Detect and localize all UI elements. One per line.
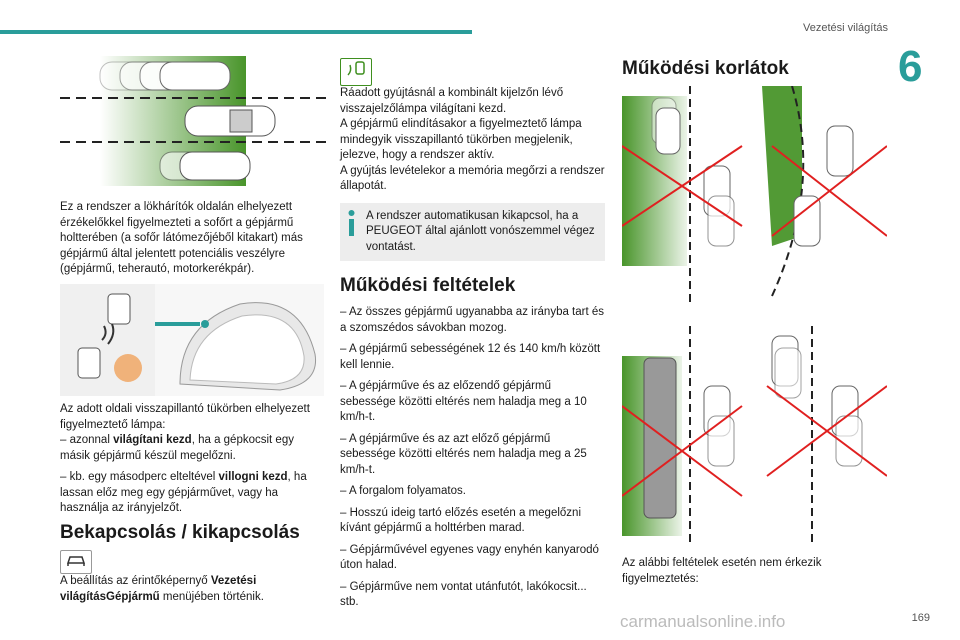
intro-paragraph: Ez a rendszer a lökhárítók oldalán elhel…: [60, 201, 303, 275]
blind-spot-indicator-icon: [340, 58, 372, 86]
car-settings-icon: [60, 550, 92, 574]
bullet-lights: – azonnal világítani kezd, ha a gépkocsi…: [60, 434, 294, 462]
column-2: Ráadott gyújtásnál a kombinált kijelzőn …: [340, 58, 605, 617]
scenario-3: [622, 326, 743, 546]
car-own: [184, 105, 276, 137]
limits-paragraph: Az alábbi feltételek esetén nem érkezik …: [622, 557, 822, 585]
condition-item: – Hosszú ideig tartó előzés esetén a meg…: [340, 506, 582, 535]
heading-limits: Működési korlátok: [622, 58, 789, 79]
bullet-flashes: – kb. egy másodperc elteltével villogni …: [60, 471, 307, 514]
condition-item: – A forgalom folyamatos.: [340, 485, 466, 497]
condition-item: – A gépjármű sebességének 12 és 140 km/h…: [340, 343, 601, 371]
scenario-1: [622, 86, 743, 306]
condition-item: – A gépjárműve és az azt előző gépjármű …: [340, 432, 587, 476]
heading-conditions: Működési feltételek: [340, 275, 516, 296]
mirror-warning-figure: [60, 284, 324, 396]
condition-item: – Az összes gépjármű ugyanabba az irányb…: [340, 306, 605, 334]
scenario-4: [766, 326, 887, 546]
mirror-lamp-paragraph: Az adott oldali visszapillantó tükörben …: [60, 403, 310, 431]
condition-item: – Gépjárműve nem vontat utánfutót, lakók…: [340, 580, 587, 609]
section-title: Vezetési világítás: [803, 22, 888, 34]
info-icon: [348, 209, 355, 236]
page-number: 169: [911, 612, 930, 624]
condition-item: – A gépjárműve és az előzendő gépjármű s…: [340, 380, 587, 423]
watermark: carmanualsonline.info: [620, 612, 786, 631]
blind-spot-lanes-figure: [60, 56, 326, 186]
chapter-number: 6: [898, 42, 923, 91]
condition-item: – Gépjárművével egyenes vagy enyhén kany…: [340, 543, 599, 572]
conditions-list: – Az összes gépjármű ugyanabba az irányb…: [340, 305, 605, 611]
info-box: A rendszer automatikusan kikapcsol, ha a…: [340, 202, 605, 261]
heading-on-off: Bekapcsolás / kikapcsolás: [60, 522, 300, 543]
car-overtaking-faded: [99, 61, 231, 91]
memory-paragraph: A gyújtás levételekor a memória megőrzi …: [340, 164, 605, 193]
start-paragraph: A gépjármű elindításakor a figyelmeztető…: [340, 118, 582, 161]
scenario-2: [762, 86, 887, 297]
operating-limits-figure: [622, 86, 887, 546]
car-blind-spot: [159, 151, 251, 181]
on-off-instructions: A beállítás az érintőképernyő Vezetési v…: [60, 550, 326, 605]
header-accent-bar: [0, 30, 472, 34]
indicator-lamp-paragraph: Ráadott gyújtásnál a kombinált kijelzőn …: [340, 58, 605, 117]
